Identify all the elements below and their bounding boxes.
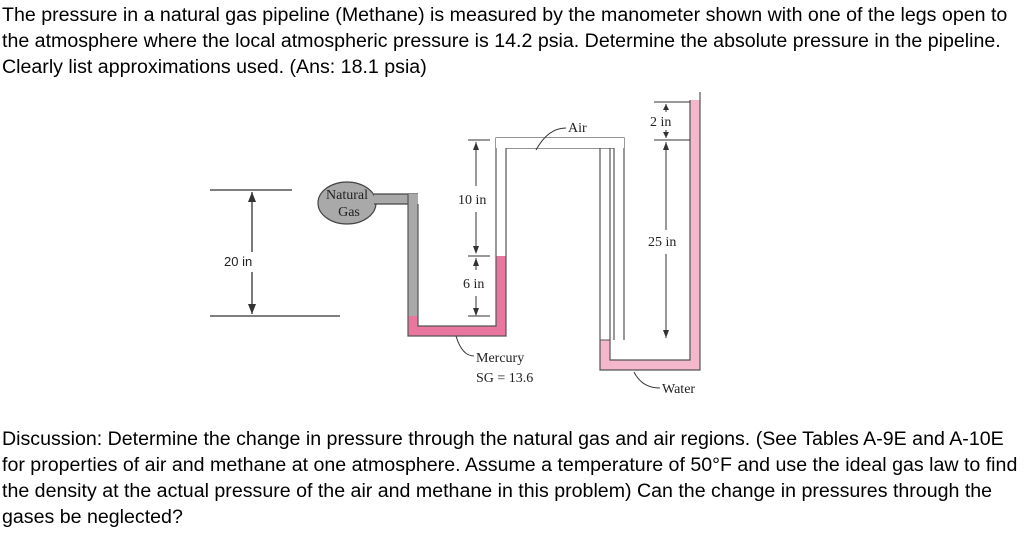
air-callout: Air [535, 121, 587, 151]
label-mercury: Mercury [476, 351, 524, 366]
water-u [599, 92, 701, 371]
label-2in: 2 in [650, 115, 671, 130]
label-20in: 20 in [224, 254, 252, 269]
label-air: Air [568, 121, 587, 136]
discussion-paragraph: Discussion: Determine the change in pres… [2, 428, 1018, 528]
tank-label-natural: Natural [326, 188, 368, 203]
dimension-20in: 20 in [210, 189, 340, 317]
air-tube [496, 138, 624, 148]
natural-gas-tank: Natural Gas [317, 181, 418, 225]
water-callout: Water [633, 371, 695, 397]
mercury-u-bottom [407, 137, 625, 340]
tank-label-gas: Gas [338, 205, 360, 220]
dimension-6in: 6 in [463, 258, 490, 317]
problem-statement: The pressure in a natural gas pipeline (… [2, 4, 1008, 78]
dimension-2in: 2 in [650, 101, 690, 141]
left-leg [408, 194, 418, 336]
label-water: Water [662, 382, 695, 397]
label-mercury-sg: SG = 13.6 [476, 371, 533, 386]
label-10in: 10 in [458, 193, 486, 208]
label-6in: 6 in [463, 277, 484, 292]
mercury-callout: Mercury SG = 13.6 [455, 335, 533, 386]
label-25in: 25 in [648, 235, 676, 250]
dimension-10in: 10 in [458, 139, 490, 257]
dimension-25in: 25 in [648, 142, 676, 338]
